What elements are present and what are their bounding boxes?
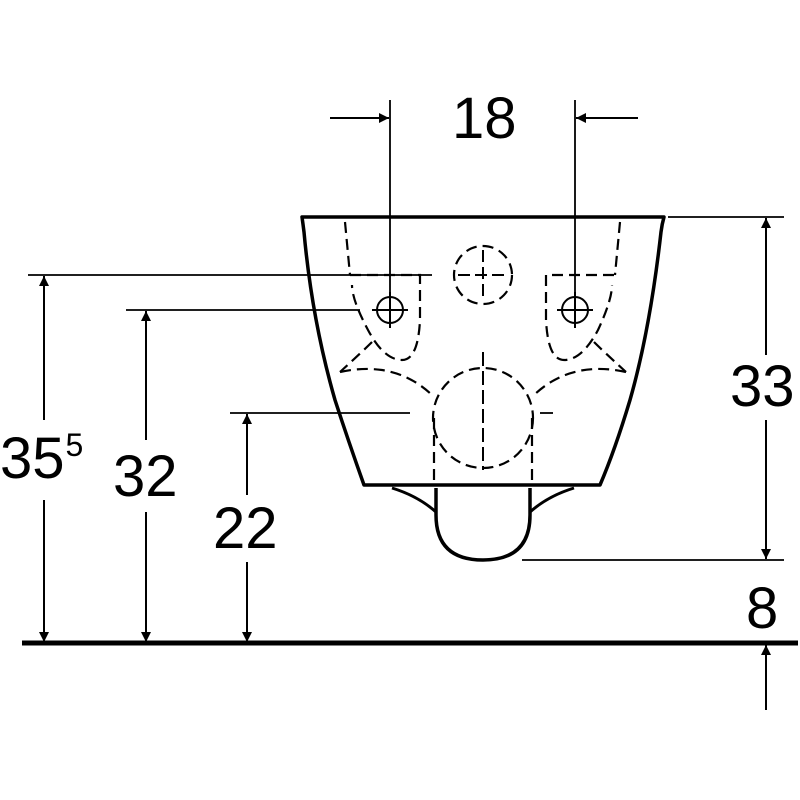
hidden-upper-circle — [452, 244, 514, 306]
hidden-left-curve — [339, 367, 433, 396]
hidden-right-curve — [533, 367, 627, 396]
dim-8-label: 8 — [746, 576, 779, 641]
dim-33-label: 33 — [730, 354, 795, 419]
dim-35-superscript: 5 — [65, 427, 84, 463]
wc-bowl-outline — [300, 215, 666, 487]
upper-centre-cross — [458, 250, 508, 300]
outlet-siphon — [434, 488, 532, 562]
hidden-right-wall — [613, 221, 622, 276]
dim-18-label: 18 — [452, 86, 517, 151]
hidden-right-diagonal — [593, 341, 627, 373]
hidden-right-pocket — [544, 273, 614, 362]
dim-35-main: 35 — [0, 426, 65, 491]
hidden-lines — [339, 221, 627, 485]
hidden-left-pocket — [350, 273, 422, 362]
dim-35-label: 355 — [0, 427, 84, 488]
dim-32-label: 32 — [113, 444, 178, 509]
outlet-side-left — [391, 486, 437, 514]
outlet-side-right — [529, 486, 575, 514]
dim-22-label: 22 — [213, 496, 278, 561]
hidden-left-diagonal — [339, 341, 373, 373]
extension-lines — [28, 100, 784, 561]
hidden-left-wall — [343, 221, 352, 276]
